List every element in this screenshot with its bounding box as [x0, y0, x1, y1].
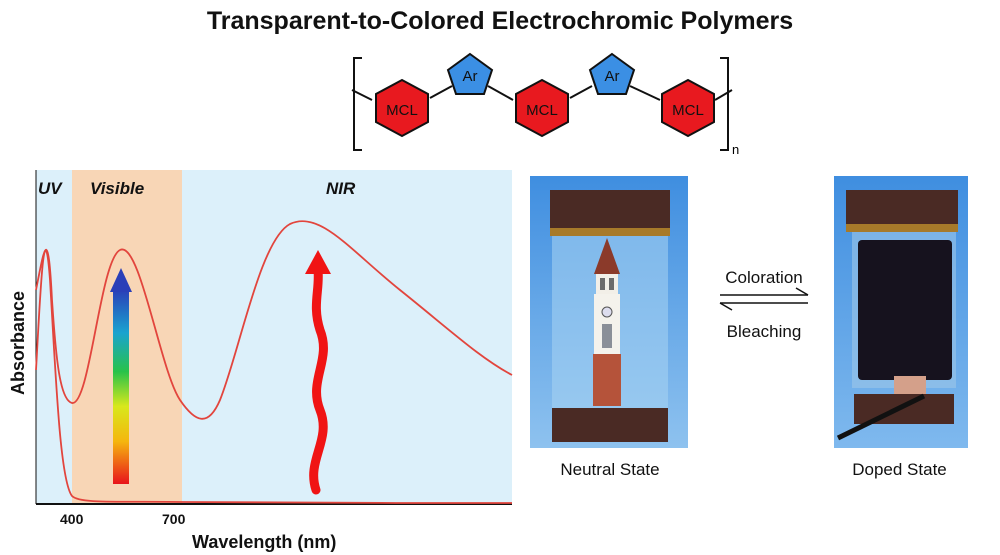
- coloration-label: Coloration: [725, 268, 803, 287]
- hexagon-mcl-3-label: MCL: [672, 102, 704, 119]
- bleaching-label: Bleaching: [727, 322, 802, 341]
- x-tick-700: 700: [162, 511, 186, 527]
- neutral-state-caption: Neutral State: [560, 460, 660, 479]
- y-axis-label: Absorbance: [8, 291, 28, 395]
- visible-arrow-shaft: [113, 290, 129, 484]
- absorbance-spectrum: UV Visible NIR 400 700 Wavelength (nm) A…: [8, 170, 513, 552]
- equilibrium-arrows: Coloration Bleaching: [719, 268, 809, 341]
- forward-arrow-head: [795, 287, 809, 296]
- neutral-state-curve: [35, 249, 513, 504]
- pentagon-ar-2-label: Ar: [605, 68, 620, 85]
- doped-state-caption: Doped State: [852, 460, 947, 479]
- pentagon-ar-1: Ar: [446, 52, 494, 95]
- region-label-nir: NIR: [326, 179, 356, 198]
- doped-state-photo: [834, 176, 968, 448]
- hexagon-mcl-2-label: MCL: [526, 102, 558, 119]
- region-label-uv: UV: [38, 179, 63, 198]
- visible-arrow-head: [110, 268, 132, 292]
- hexagon-mcl-1-label: MCL: [386, 102, 418, 119]
- neutral-state-photo: [530, 176, 688, 448]
- bell-tower: [593, 238, 621, 406]
- pentagon-ar-2: Ar: [588, 52, 636, 95]
- reverse-arrow-head: [719, 302, 733, 311]
- nir-arrow-head: [305, 250, 331, 274]
- neutral-bottom-contact: [552, 408, 668, 442]
- right-bracket: [720, 57, 729, 151]
- x-axis-label: Wavelength (nm): [192, 532, 336, 552]
- hexagon-mcl-1: MCL: [375, 78, 429, 138]
- doped-state-curve: [35, 220, 513, 420]
- region-label-visible: Visible: [90, 179, 144, 198]
- pentagon-ar-1-label: Ar: [463, 68, 478, 85]
- hexagon-mcl-2: MCL: [515, 78, 569, 138]
- doped-top-contact: [846, 190, 958, 226]
- polymer-bonds: [351, 85, 733, 101]
- polymer-structure: n MCL MCL MCL Ar Ar: [351, 52, 739, 156]
- x-tick-400: 400: [60, 511, 84, 527]
- nir-wavy-arrow: [309, 265, 328, 495]
- figure-title: Transparent-to-Colored Electrochromic Po…: [206, 7, 794, 35]
- doped-bottom-contact: [854, 394, 954, 424]
- tweezers: [836, 393, 926, 441]
- hexagon-mcl-3: MCL: [661, 78, 715, 138]
- doped-dark-film: [858, 240, 952, 380]
- repeat-subscript: n: [732, 142, 739, 156]
- left-bracket: [353, 57, 362, 151]
- neutral-top-contact: [550, 190, 670, 230]
